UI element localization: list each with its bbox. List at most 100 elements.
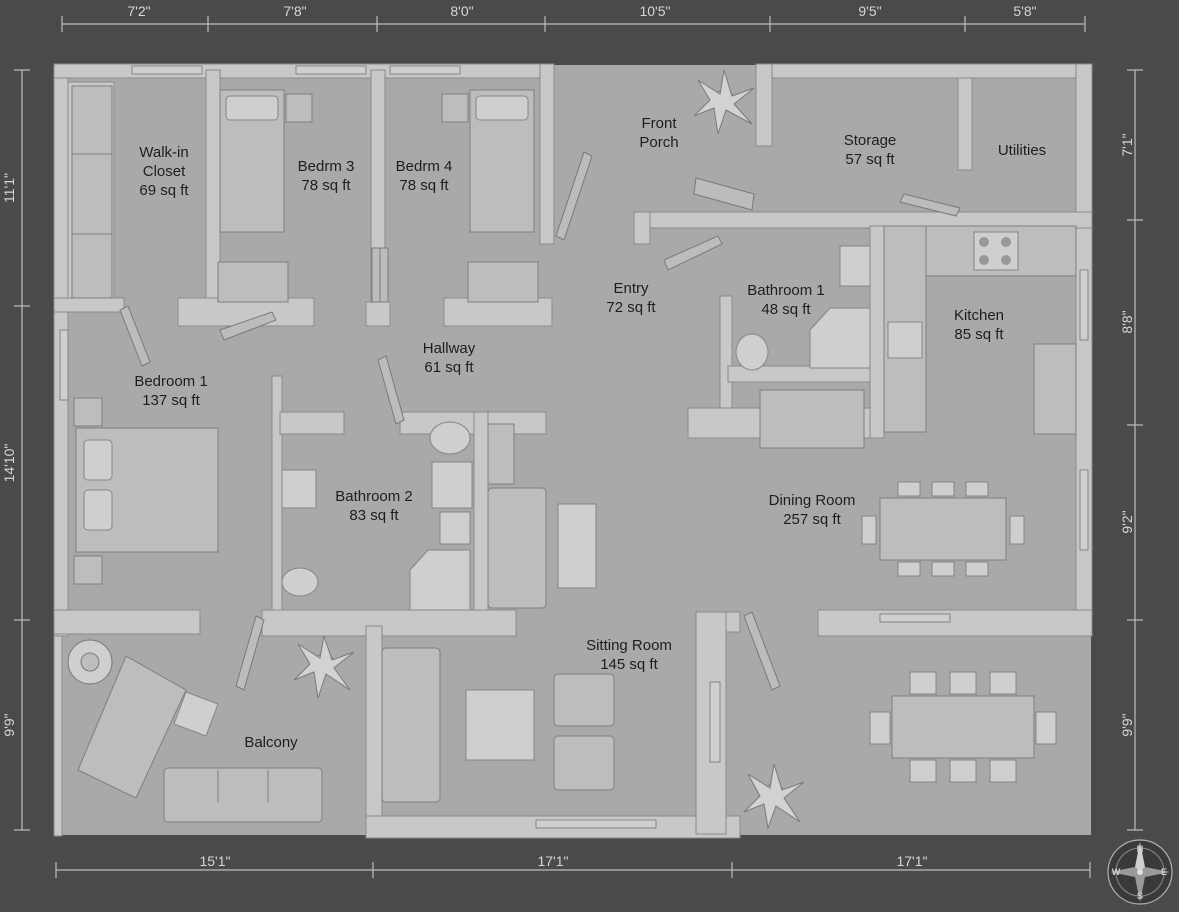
door-balcony[interactable] [235, 615, 265, 691]
door-front[interactable] [555, 151, 593, 241]
door-bedroom1[interactable] [119, 305, 151, 367]
dim-top-1: 7'2" [127, 3, 150, 19]
label-entry-2: 72 sq ft [606, 299, 656, 316]
compass-rose-icon: N S E W [1107, 839, 1173, 905]
nightstand [285, 93, 313, 123]
compass-e: E [1161, 867, 1167, 877]
dim-top-5: 9'5" [858, 3, 881, 19]
sofa-sitting [381, 647, 441, 803]
shower-bath2 [409, 549, 471, 611]
label-bathroom2-2: 83 sq ft [349, 507, 399, 524]
label-hallway-2: 61 sq ft [424, 359, 474, 376]
label-walkin-closet-3: 69 sq ft [139, 182, 189, 199]
door-dining[interactable] [743, 611, 781, 691]
dim-top-3: 8'0" [450, 3, 473, 19]
label-bedroom4-2: 78 sq ft [399, 177, 449, 194]
potted-plant-icon [293, 635, 355, 699]
dim-bottom-3: 17'1" [896, 853, 927, 869]
label-bedroom1-2: 137 sq ft [142, 392, 200, 409]
desk-bedroom4 [467, 261, 539, 303]
label-hallway-1: Hallway [423, 340, 476, 357]
desk-bedroom3 [217, 261, 289, 303]
dim-right-2: 8'8" [1119, 310, 1135, 333]
door-hallway-bath[interactable] [377, 355, 405, 425]
label-bathroom1-1: Bathroom 1 [747, 282, 825, 299]
label-bathroom1-2: 48 sq ft [761, 301, 811, 318]
windows [59, 65, 1089, 829]
label-bedroom1-1: Bedroom 1 [134, 373, 207, 390]
dim-top-2: 7'8" [283, 3, 306, 19]
coffee-table-sitting [465, 689, 535, 761]
dim-left-2: 14'10" [1, 444, 17, 483]
side-table [173, 691, 219, 737]
nightstand [441, 93, 469, 123]
door-utilities[interactable] [899, 193, 961, 217]
dining-table-1 [879, 497, 1007, 561]
armchair-2 [553, 735, 615, 791]
armchair-1 [553, 673, 615, 727]
shower-bath1 [809, 307, 871, 369]
doors [119, 151, 961, 691]
dim-right-3: 9'2" [1119, 510, 1135, 533]
potted-plant-icon [693, 69, 755, 135]
door-entry[interactable] [663, 235, 723, 271]
label-utilities: Utilities [998, 142, 1046, 159]
label-balcony: Balcony [244, 734, 298, 751]
potted-plant-icon [743, 763, 805, 830]
label-front-porch-1: Front [641, 115, 677, 132]
dim-left-1: 11'1" [1, 173, 17, 203]
compass-w: W [1112, 867, 1121, 877]
kitchen-sink [887, 321, 923, 359]
dim-top-6: 5'8" [1013, 3, 1036, 19]
dimension-right: 7'1" 8'8" 9'2" 9'9" [1119, 69, 1143, 831]
label-entry-1: Entry [613, 280, 649, 297]
label-walkin-closet-2: Closet [143, 163, 186, 180]
closet-shelving [71, 85, 113, 299]
label-kitchen-1: Kitchen [954, 307, 1004, 324]
dimension-left: 11'1" 14'10" 9'9" [1, 69, 30, 831]
lounge-chair [77, 655, 187, 799]
label-front-porch-2: Porch [639, 134, 678, 151]
dim-right-1: 7'1" [1119, 133, 1135, 156]
label-bedroom4-1: Bedrm 4 [396, 158, 453, 175]
dining-table-2 [891, 695, 1035, 759]
dim-bottom-1: 15'1" [199, 853, 230, 869]
room-labels: Walk-in Closet 69 sq ft Bedrm 3 78 sq ft… [134, 115, 1046, 751]
compass-n: N [1137, 844, 1144, 854]
dimension-top: 7'2" 7'8" 8'0" 10'5" 9'5" 5'8" [61, 3, 1086, 32]
sofa-hall [487, 487, 547, 609]
toilet-bath2 [281, 567, 319, 597]
sink-bath2b [439, 511, 471, 545]
label-kitchen-2: 85 sq ft [954, 326, 1004, 343]
label-bedroom3-2: 78 sq ft [301, 177, 351, 194]
stove [973, 231, 1019, 271]
potted-plant-icon [67, 639, 113, 685]
refrigerator [1033, 343, 1077, 435]
nightstand [73, 555, 103, 585]
label-storage-2: 57 sq ft [845, 151, 895, 168]
door-storage[interactable] [693, 177, 755, 211]
toilet-bath1 [735, 333, 769, 371]
compass-s: S [1137, 891, 1143, 901]
label-walkin-closet-1: Walk-in [139, 144, 188, 161]
vanity-bath1 [759, 389, 865, 449]
sink-bath2 [281, 469, 317, 509]
label-dining-room-2: 257 sq ft [783, 511, 841, 528]
dim-bottom-2: 17'1" [537, 853, 568, 869]
door-bedroom3[interactable] [219, 311, 277, 341]
coffee-table-hall [557, 503, 597, 589]
label-storage-1: Storage [844, 132, 897, 149]
sofa-balcony [163, 767, 323, 823]
dim-top-4: 10'5" [639, 3, 670, 19]
toilet-bath2b [429, 421, 471, 455]
dimension-bottom: 15'1" 17'1" 17'1" [55, 853, 1091, 878]
label-dining-room-1: Dining Room [769, 492, 856, 509]
label-bedroom3-1: Bedrm 3 [298, 158, 355, 175]
label-sitting-room-1: Sitting Room [586, 637, 672, 654]
tv [709, 681, 721, 763]
sink-bath1 [839, 245, 871, 287]
furniture [71, 85, 1077, 823]
dim-left-3: 9'9" [1, 713, 17, 736]
